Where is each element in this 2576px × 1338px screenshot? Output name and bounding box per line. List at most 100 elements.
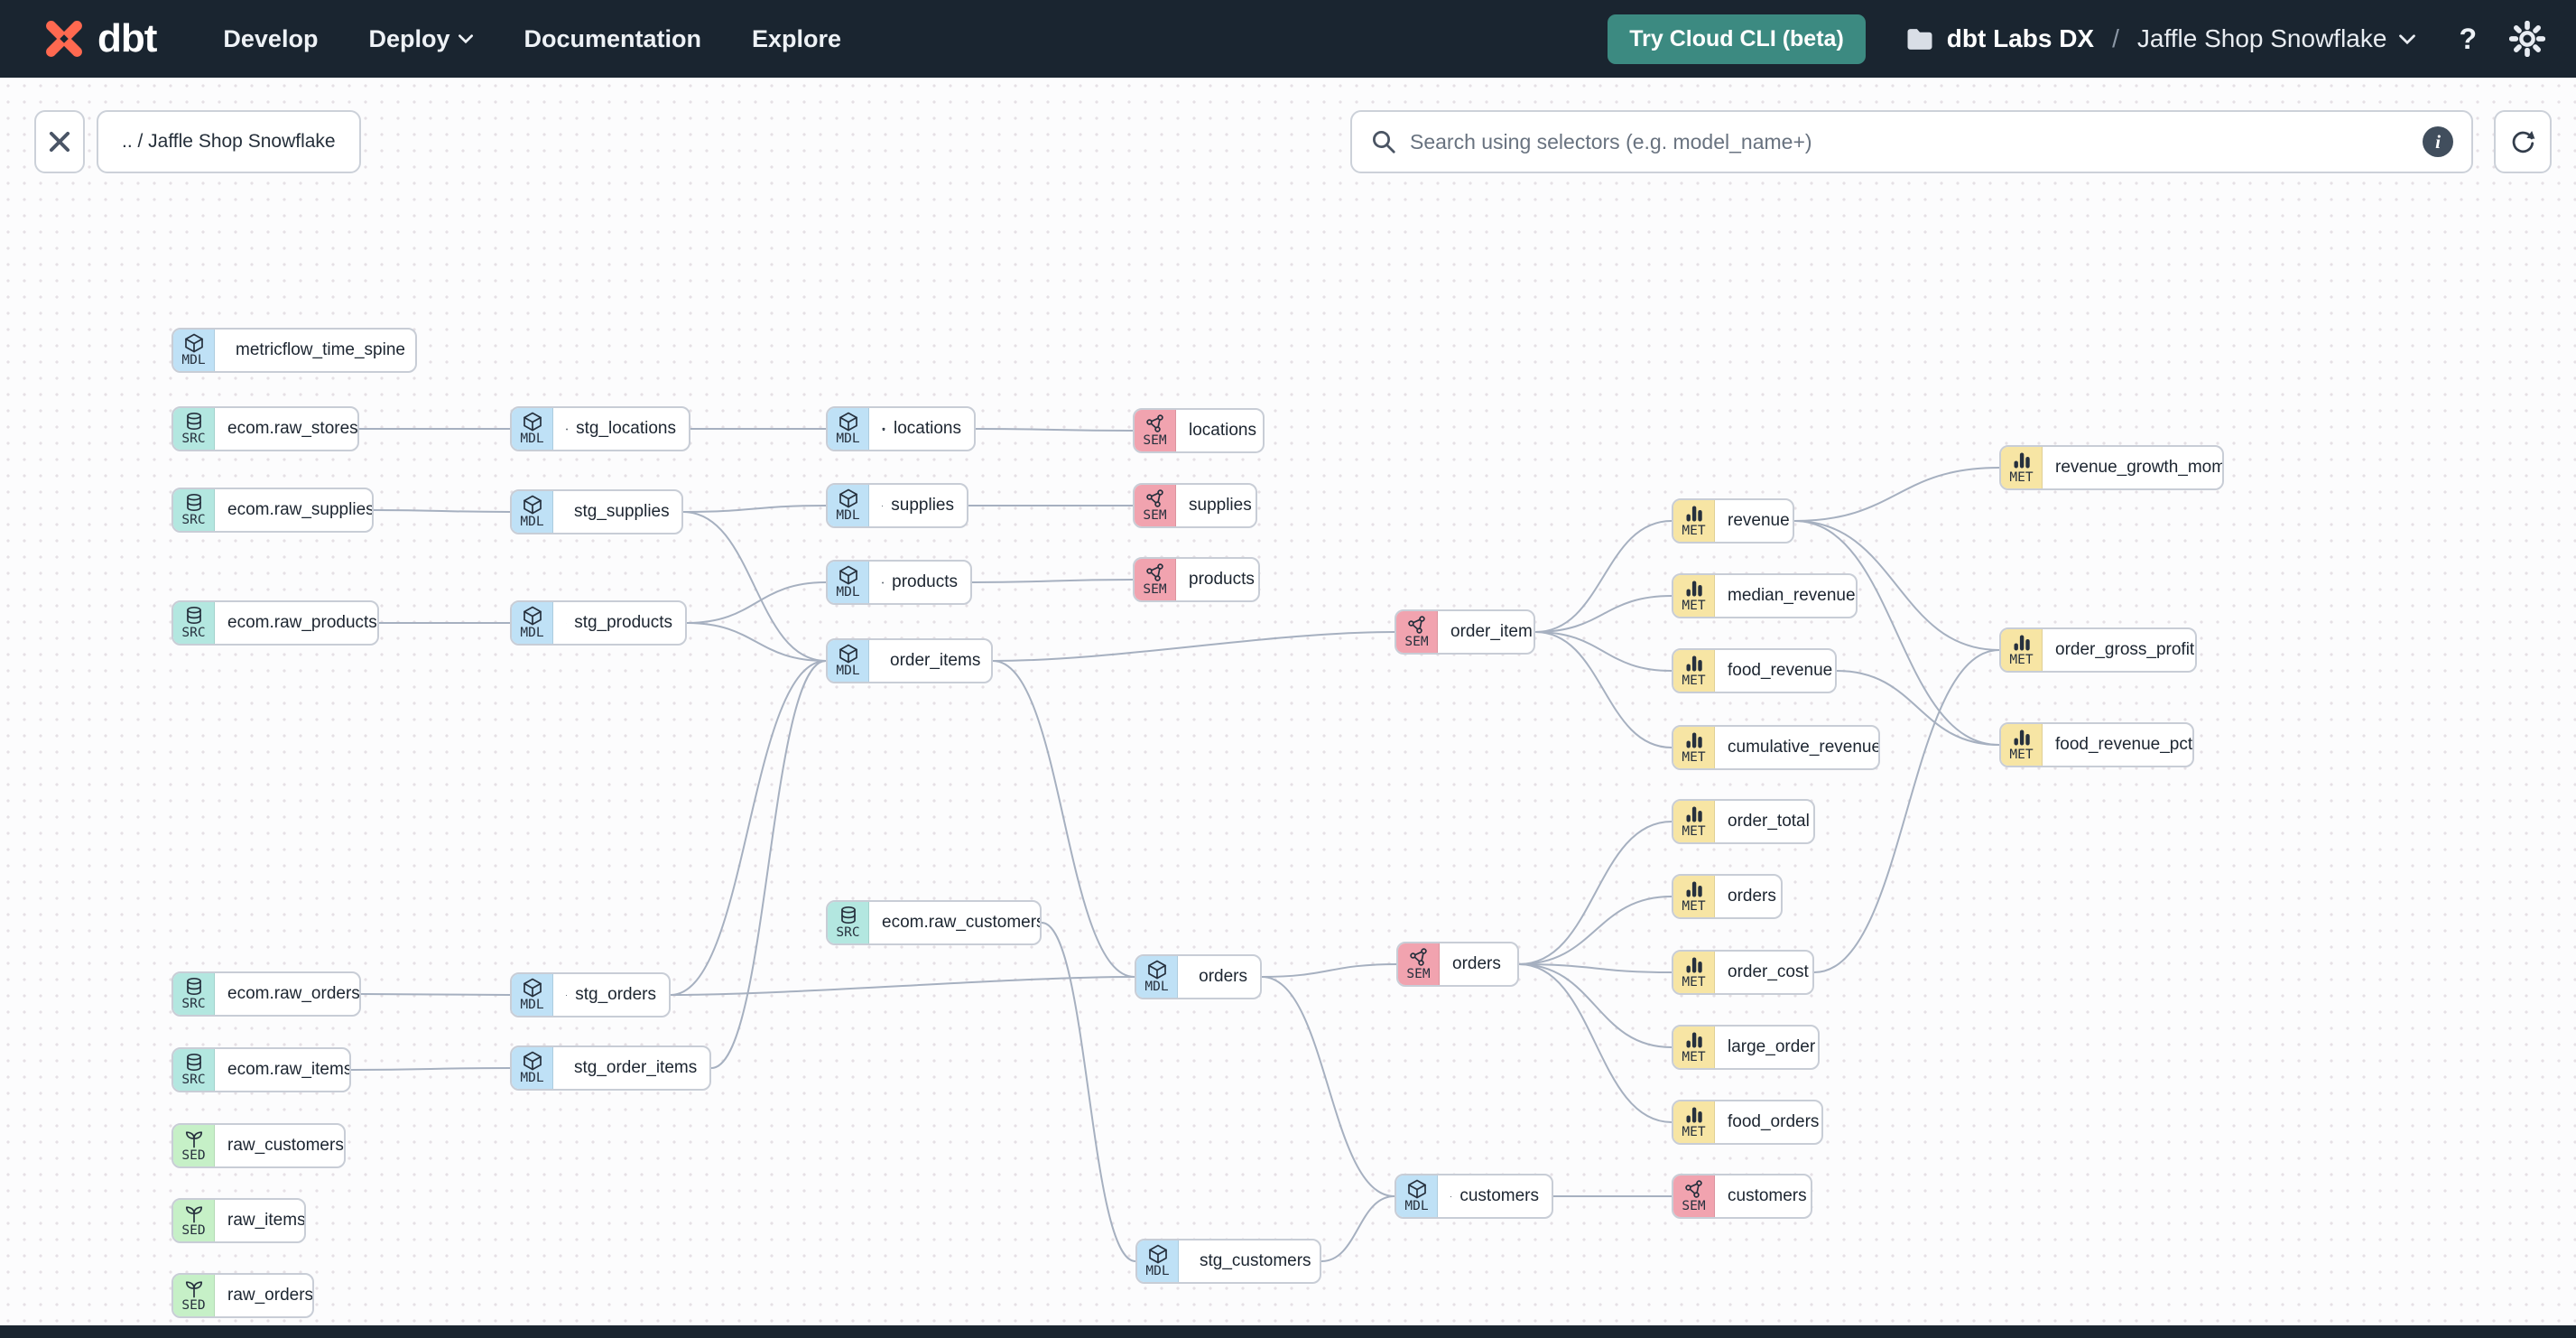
semantic-badge: SEM	[1135, 410, 1176, 451]
nav-deploy[interactable]: Deploy	[368, 25, 474, 53]
shield-icon	[566, 428, 568, 430]
try-cloud-cli-button[interactable]: Try Cloud CLI (beta)	[1608, 14, 1866, 64]
lineage-edge	[1836, 670, 2000, 746]
node-name: products	[1189, 570, 1255, 589]
cube-badge: MDL	[512, 974, 553, 1016]
search-input[interactable]	[1410, 129, 2423, 154]
lineage-edge	[670, 660, 827, 996]
lineage-node[interactable]: SEM locations	[1133, 408, 1265, 453]
node-name: locations	[1189, 421, 1256, 440]
lineage-edge	[682, 511, 827, 662]
lineage-node[interactable]: SEM customers	[1672, 1174, 1812, 1219]
cube-badge: MDL	[512, 1047, 553, 1089]
cube-icon	[839, 488, 857, 508]
metric-badge: MET	[1673, 1027, 1715, 1068]
cube-badge: MDL	[1137, 1240, 1179, 1282]
lineage-node[interactable]: MET revenue_growth_mom	[1999, 445, 2224, 490]
node-type-label: SRC	[181, 432, 206, 447]
nav-explore[interactable]: Explore	[752, 24, 842, 52]
node-type-label: MET	[2009, 653, 2034, 668]
breadcrumb[interactable]: .. / Jaffle Shop Snowflake	[97, 110, 361, 173]
node-name: revenue_growth_mom	[2055, 458, 2222, 477]
node-name: food_orders	[1728, 1112, 1820, 1131]
node-name: raw_items	[227, 1211, 304, 1230]
cube-icon	[184, 333, 203, 353]
database-badge: SRC	[173, 973, 215, 1015]
metric-badge: MET	[2001, 447, 2043, 488]
lineage-node[interactable]: SRC ecom.raw_stores	[171, 406, 359, 451]
lineage-edge	[686, 581, 827, 624]
nav-develop[interactable]: Develop	[223, 24, 319, 52]
node-type-label: SED	[181, 1223, 206, 1239]
refresh-button[interactable]	[2494, 110, 2552, 173]
node-name: orders	[1728, 887, 1776, 906]
help-icon[interactable]: ?	[2459, 22, 2477, 55]
node-name: metricflow_time_spine	[236, 340, 405, 359]
lineage-node[interactable]: SEM products	[1133, 557, 1260, 602]
close-lineage-button[interactable]	[34, 110, 85, 173]
dbt-logo[interactable]: dbt	[40, 14, 157, 63]
node-name: locations	[894, 419, 961, 438]
nav-documentation[interactable]: Documentation	[524, 24, 701, 52]
semantic-badge: SEM	[1135, 559, 1176, 600]
node-type-label: MDL	[1404, 1199, 1429, 1214]
cube-icon	[523, 495, 542, 515]
node-name: ecom.raw_stores	[227, 419, 357, 438]
semantic-icon	[1145, 489, 1163, 508]
lineage-edge	[360, 993, 511, 996]
lineage-edge	[1534, 520, 1673, 633]
node-name: raw_customers	[227, 1136, 344, 1155]
node-name: customers	[1728, 1186, 1807, 1205]
shield-icon	[882, 427, 885, 431]
info-icon[interactable]: i	[2423, 126, 2453, 157]
semantic-badge: SEM	[1673, 1175, 1715, 1217]
node-name: stg_locations	[576, 419, 676, 438]
lineage-edge	[1518, 896, 1673, 965]
top-nav: dbt Develop Deploy Documentation Explore…	[0, 0, 2576, 78]
node-name: supplies	[891, 496, 954, 515]
lineage-node[interactable]: SED raw_items	[171, 1198, 306, 1243]
project-switcher[interactable]: dbt Labs DX / Jaffle Shop Snowflake	[1905, 24, 2416, 53]
gear-icon[interactable]	[2509, 21, 2545, 57]
cube-badge: MDL	[1396, 1175, 1438, 1217]
node-type-label: MET	[1682, 674, 1706, 689]
metric-badge: MET	[1673, 952, 1715, 993]
node-type-label: MDL	[836, 664, 860, 679]
close-icon	[49, 131, 70, 153]
